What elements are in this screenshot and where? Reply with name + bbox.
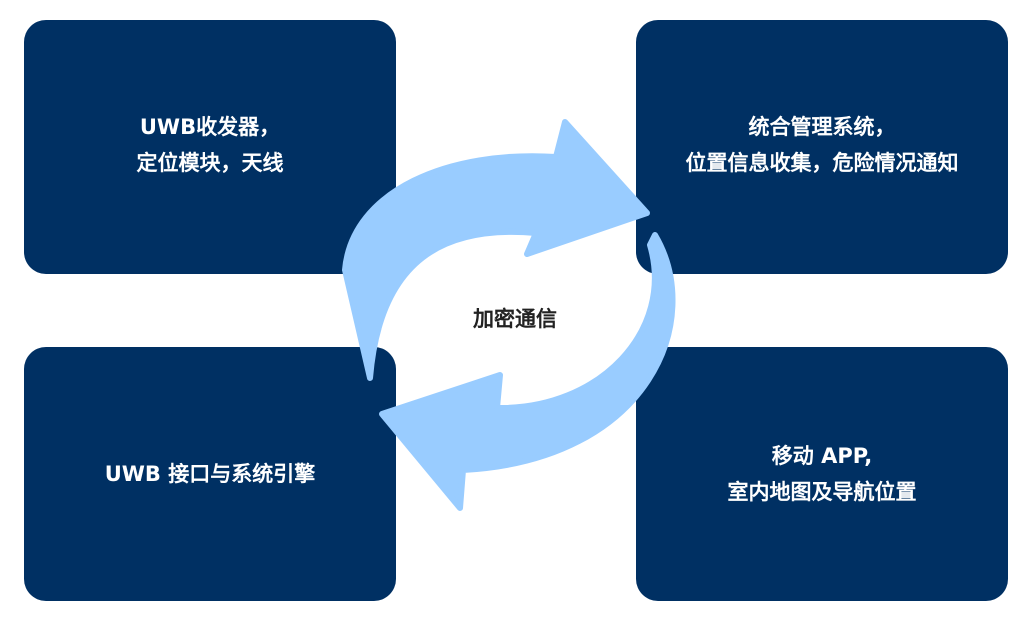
card-line: 移动 APP, xyxy=(771,444,873,468)
cycle-arrows-icon xyxy=(342,119,676,511)
card-line: 定位模块，天线 xyxy=(136,151,284,175)
center-label: 加密通信 xyxy=(473,307,557,331)
component-card-management: 统合管理系统， 位置信息收集，危险情况通知 xyxy=(636,20,1008,274)
cycle-arrow-lower xyxy=(379,232,676,511)
card-line: 统合管理系统， xyxy=(748,115,896,139)
card-line: UWB收发器， xyxy=(139,115,281,139)
cycle-arrow-upper xyxy=(342,119,650,381)
component-card-hardware: UWB收发器， 定位模块，天线 xyxy=(24,20,396,274)
card-line: 位置信息收集，危险情况通知 xyxy=(685,151,959,175)
card-line: UWB 接口与系统引擎 xyxy=(104,462,316,486)
component-card-interface: UWB 接口与系统引擎 xyxy=(24,347,396,601)
card-line: 室内地图及导航位置 xyxy=(727,480,917,504)
component-card-mobile-app: 移动 APP, 室内地图及导航位置 xyxy=(636,347,1008,601)
